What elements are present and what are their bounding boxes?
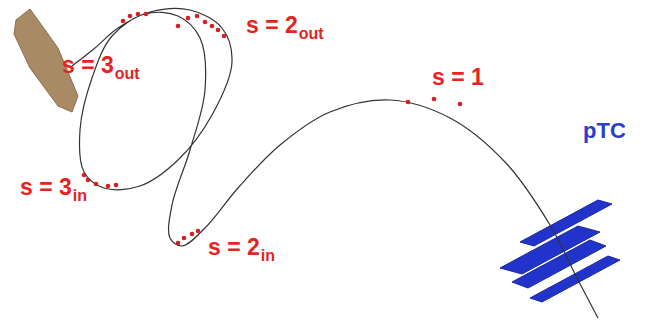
hit-dot	[114, 183, 119, 188]
hit-dot	[432, 97, 437, 102]
hit-dot	[82, 173, 87, 178]
subscript: in	[73, 188, 87, 204]
hit-dot	[216, 28, 221, 33]
subscript: out	[299, 26, 324, 42]
hit-dot	[190, 232, 195, 237]
hit-dot	[182, 236, 187, 241]
hit-dot	[458, 102, 463, 107]
hit-dot	[144, 12, 149, 17]
hit-dot	[195, 14, 200, 19]
path-label: s = 1	[432, 66, 484, 89]
hit-dot	[121, 19, 126, 24]
subscript: in	[261, 248, 275, 264]
path-label: s = 3	[20, 176, 72, 199]
hit-dot	[186, 16, 191, 21]
hit-dot	[203, 20, 208, 25]
hit-dot	[106, 184, 111, 189]
hit-dot	[136, 12, 141, 17]
hit-dot	[210, 24, 215, 29]
hit-dot	[406, 100, 411, 105]
path-label: s = 2	[246, 14, 298, 37]
hit-dot	[94, 182, 99, 187]
hit-dot	[222, 34, 227, 39]
ptc-detector	[500, 200, 620, 302]
path-label: s = 3	[62, 54, 114, 77]
hit-dot	[196, 229, 201, 234]
hit-dot	[176, 24, 181, 29]
hit-dot	[86, 178, 91, 183]
detector-label: pTC	[583, 120, 626, 142]
path-label: s = 2	[208, 236, 260, 259]
subscript: out	[115, 66, 140, 82]
hit-dot	[176, 241, 181, 246]
particle-track	[72, 9, 598, 318]
hit-dot	[128, 14, 133, 19]
